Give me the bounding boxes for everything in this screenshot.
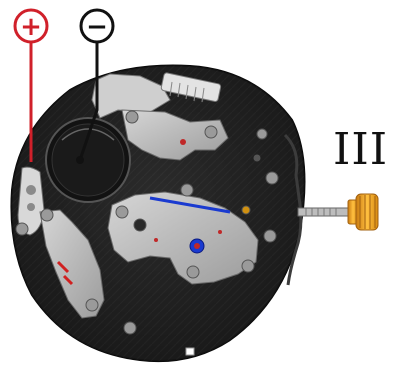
battery-well	[45, 117, 131, 203]
crown-icon	[347, 193, 379, 231]
winding-stem	[297, 207, 351, 217]
negative-terminal-marker: −	[76, 8, 115, 164]
battery-clamp	[91, 72, 222, 119]
lower-left-bridge	[39, 208, 105, 319]
crown-position-label: III	[333, 124, 389, 175]
positive-terminal-marker: +	[13, 8, 49, 162]
center-bridge	[107, 183, 259, 285]
positive-symbol: +	[20, 12, 42, 42]
battery-contact-arm	[17, 166, 45, 236]
screws	[15, 128, 279, 356]
negative-symbol: −	[86, 12, 108, 42]
upper-bridge	[121, 109, 229, 161]
